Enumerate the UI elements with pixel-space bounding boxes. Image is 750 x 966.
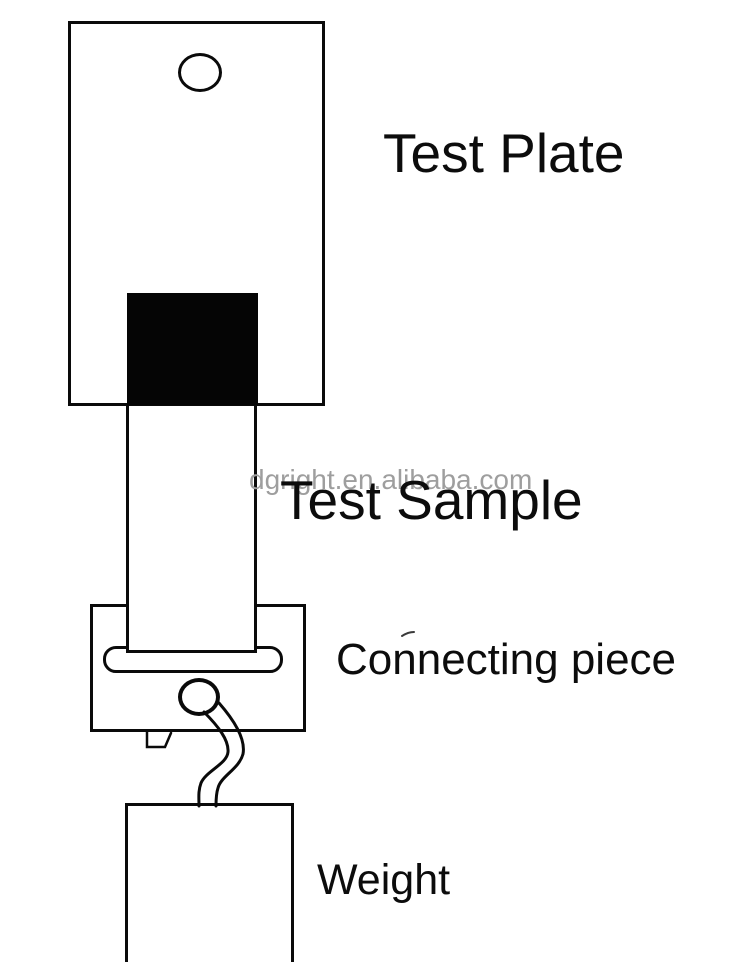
pin: [178, 678, 220, 716]
label-test-sample: Test Sample: [280, 469, 583, 531]
label-weight: Weight: [317, 856, 451, 904]
bonded-area: [127, 293, 258, 405]
weight-block: [125, 803, 294, 962]
test-sample-strip: [126, 406, 257, 653]
label-test-plate: Test Plate: [383, 122, 625, 184]
label-connecting-piece: Connecting piece: [336, 635, 677, 684]
mounting-hole: [178, 53, 222, 92]
watermark-text: dgright.en.alibaba.com: [249, 464, 533, 495]
mounting-tab: [145, 729, 173, 749]
